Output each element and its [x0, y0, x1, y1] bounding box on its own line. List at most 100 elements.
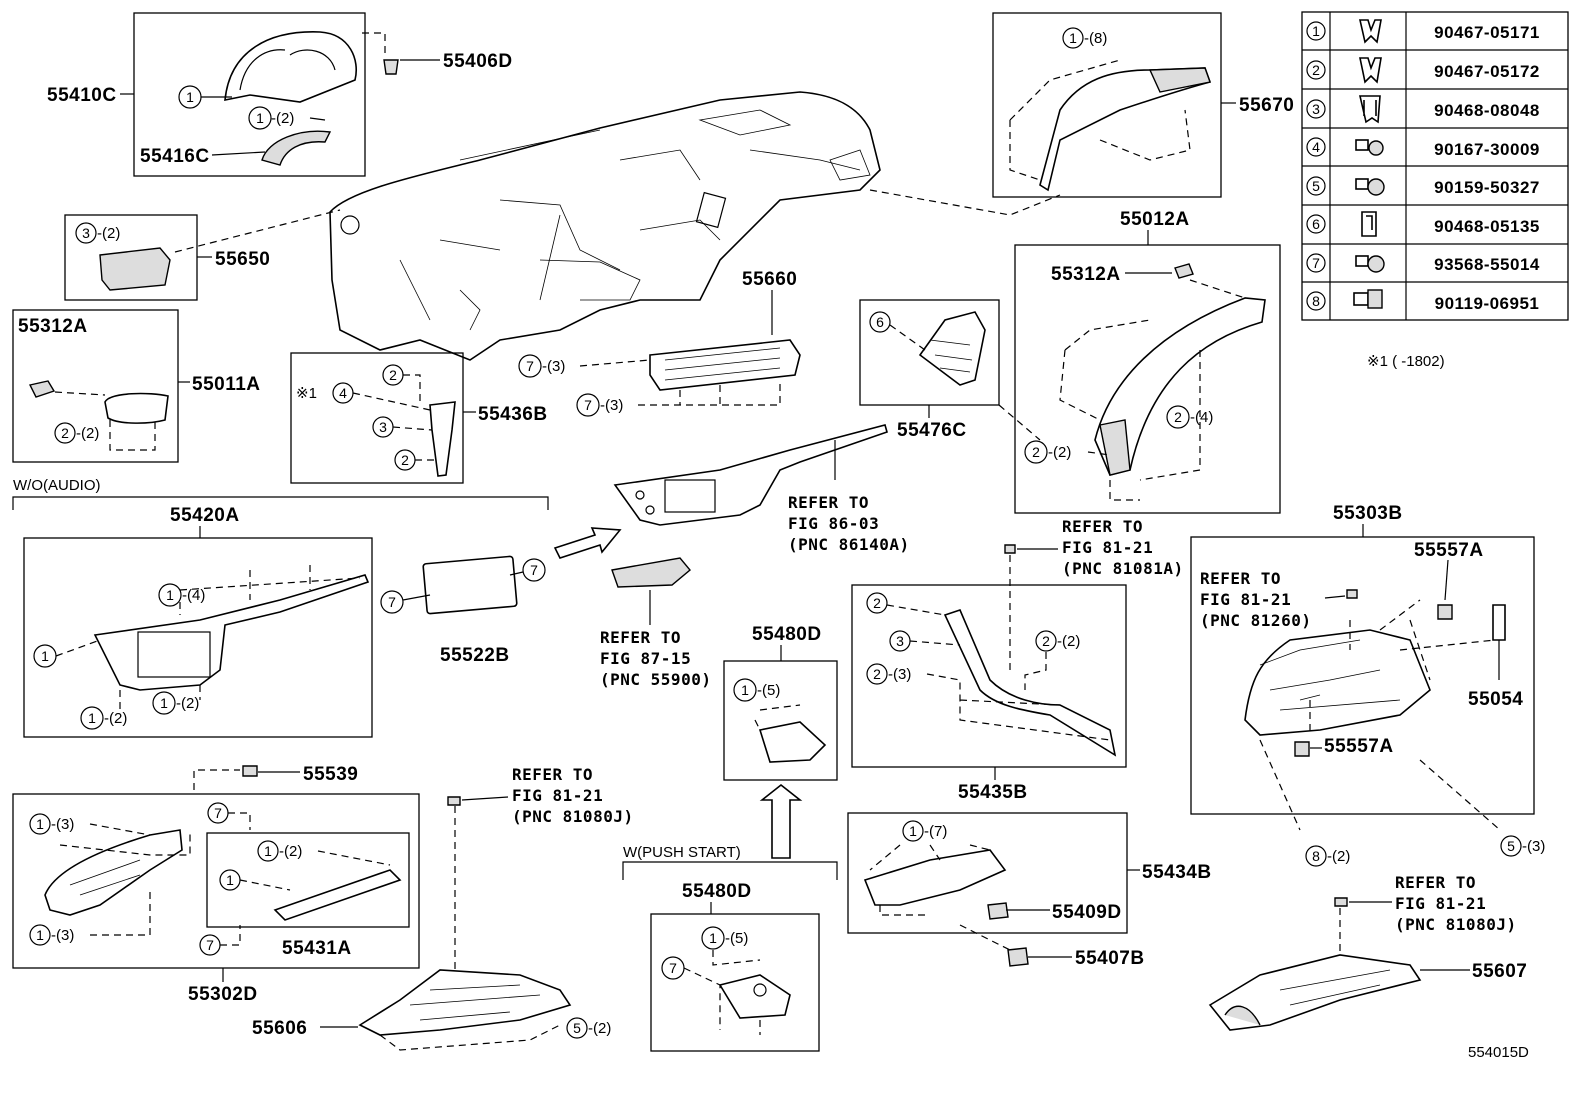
svg-text:7: 7: [388, 594, 396, 610]
part-55606: 55606: [252, 1018, 307, 1039]
bolt-icon: [1353, 289, 1383, 309]
svg-text:3: 3: [1312, 101, 1320, 117]
meter-cluster-panel-shape: [261, 130, 332, 166]
part-55522b: 55522B: [440, 645, 510, 666]
svg-text:-(2): -(2): [279, 843, 302, 860]
svg-text:1: 1: [1069, 30, 1077, 46]
part-55670: 55670: [1239, 95, 1294, 116]
svg-text:2: 2: [873, 595, 881, 611]
svg-text:8: 8: [1312, 293, 1320, 309]
audio-panel-shape: [613, 424, 888, 526]
clip-icon: [1358, 19, 1382, 44]
svg-text:2: 2: [389, 367, 397, 383]
svg-text:7: 7: [206, 937, 214, 953]
box-55434b: [847, 812, 1128, 934]
glovebox-shape: [1244, 629, 1431, 736]
svg-text:3: 3: [82, 225, 90, 241]
legend-part-3: 90468-08048: [1434, 101, 1540, 120]
svg-text:FIG 81-21: FIG 81-21: [512, 786, 603, 805]
ref-fig-87-15: (PNC 55900): [600, 670, 711, 689]
part-55303b: 55303B: [1333, 503, 1403, 524]
svg-text:-(3): -(3): [542, 358, 565, 375]
garnish-55435b-shape: [943, 609, 1117, 757]
box-55302d: [12, 793, 420, 969]
clip-icon: [1361, 211, 1377, 237]
svg-text:-(8): -(8): [1084, 30, 1107, 47]
legend-part-4: 90167-30009: [1434, 140, 1540, 159]
svg-text:REFER TO: REFER TO: [600, 628, 681, 647]
ref-fig-81-21-81260: (PNC 81260): [1200, 611, 1311, 630]
diagram-id: 554015D: [1468, 1044, 1529, 1061]
part-55476c: 55476C: [897, 420, 967, 441]
part-55410c: 55410C: [47, 85, 117, 106]
meter-hood-shape: [224, 31, 357, 103]
part-55406d: 55406D: [443, 51, 513, 72]
part-55557a-top: 55557A: [1414, 540, 1484, 561]
svg-text:7: 7: [669, 960, 677, 976]
svg-text:2: 2: [873, 666, 881, 682]
part-55054: 55054: [1468, 689, 1523, 710]
svg-text:-(2): -(2): [271, 110, 294, 127]
svg-text:-(7): -(7): [924, 823, 947, 840]
svg-text:1: 1: [186, 89, 194, 105]
side-panel-55011a-shape: [104, 392, 169, 424]
screw-icon: [1355, 255, 1385, 273]
svg-text:7: 7: [530, 562, 538, 578]
legend-part-8: 90119-06951: [1435, 294, 1540, 313]
box-55435b: [851, 584, 1127, 768]
up-arrow-icon: [759, 783, 803, 859]
part-55012a: 55012A: [1120, 209, 1190, 230]
svg-text:1: 1: [36, 927, 44, 943]
knee-panel-lower-shape: [718, 974, 791, 1019]
damper-55054-shape: [1492, 604, 1506, 641]
part-55407b: 55407B: [1075, 948, 1145, 969]
part-55409d: 55409D: [1052, 902, 1122, 923]
lower-panel-55302d-shape: [44, 829, 183, 916]
ref-fig-81-21-81080j-left: (PNC 81080J): [512, 807, 634, 826]
svg-text:-(2): -(2): [97, 225, 120, 242]
legend-part-7: 93568-55014: [1434, 255, 1540, 274]
note-text: ※1 ( -1802): [1367, 353, 1445, 370]
svg-text:2: 2: [1174, 409, 1182, 425]
svg-text:FIG 86-03: FIG 86-03: [788, 514, 879, 533]
svg-text:FIG 87-15: FIG 87-15: [600, 649, 691, 668]
svg-text:1: 1: [741, 682, 749, 698]
svg-text:-(5): -(5): [725, 930, 748, 947]
svg-text:1: 1: [264, 843, 272, 859]
climate-panel-shape: [611, 557, 691, 588]
box-55011a: [12, 309, 179, 463]
clip-icon: [1358, 95, 1381, 124]
svg-text:7: 7: [214, 805, 222, 821]
svg-text:FIG 81-21: FIG 81-21: [1200, 590, 1291, 609]
center-register-shape: [99, 247, 171, 291]
svg-text:7: 7: [584, 397, 592, 413]
box-55670: [992, 12, 1222, 198]
ref-fig-81-21-81081a: (PNC 81081A): [1062, 559, 1184, 578]
finish-panel-55431a-shape: [273, 869, 402, 921]
svg-text:-(2): -(2): [176, 695, 199, 712]
svg-text:-(3): -(3): [888, 666, 911, 683]
center-cluster-panel-shape: [93, 574, 370, 691]
panel-55476c-shape: [918, 311, 986, 386]
svg-text:2: 2: [61, 425, 69, 441]
svg-text:1: 1: [226, 872, 234, 888]
svg-text:1: 1: [41, 648, 49, 664]
part-55660: 55660: [742, 269, 797, 290]
part-55650: 55650: [215, 249, 270, 270]
svg-text:REFER TO: REFER TO: [1395, 873, 1476, 892]
box-55303b: [1190, 536, 1535, 815]
svg-text:5: 5: [1507, 838, 1515, 854]
svg-text:REFER TO: REFER TO: [1200, 569, 1281, 588]
svg-text:3: 3: [896, 633, 904, 649]
svg-text:-(2): -(2): [104, 710, 127, 727]
box-55436b: [290, 352, 464, 484]
svg-text:FIG 81-21: FIG 81-21: [1062, 538, 1153, 557]
part-55436b: 55436B: [478, 404, 548, 425]
svg-text:REFER TO: REFER TO: [1062, 517, 1143, 536]
svg-text:4: 4: [339, 385, 347, 401]
legend-num-1: [1306, 21, 1326, 41]
box-55480d-lower: [650, 913, 820, 1052]
svg-text:REFER TO: REFER TO: [512, 765, 593, 784]
